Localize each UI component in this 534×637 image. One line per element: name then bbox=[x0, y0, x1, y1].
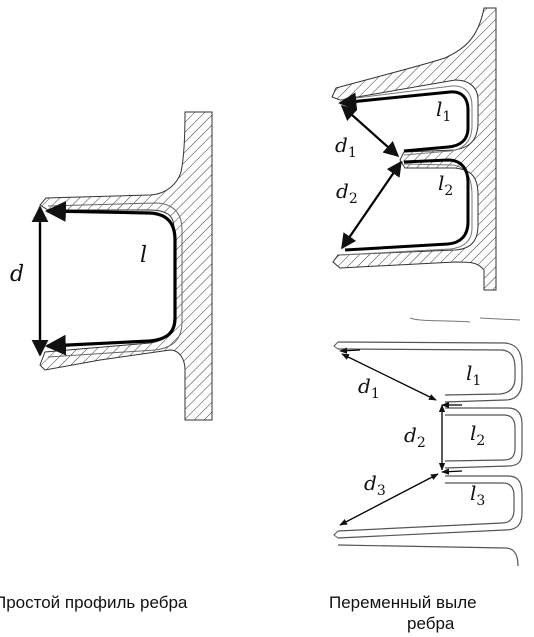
simple-fin-length-line bbox=[47, 209, 177, 348]
variable-fin-top-l2-line bbox=[344, 158, 470, 252]
variable-fin-top-inner-edge bbox=[339, 85, 473, 256]
right-figure-caption-line2: ребра bbox=[407, 614, 455, 633]
simple-fin-profile: d l bbox=[10, 111, 213, 421]
variable-fin-bottom-l3-label: l3 bbox=[470, 481, 485, 509]
variable-fin-bottom-fin2-outer bbox=[444, 407, 523, 469]
variable-fin-bottom-arrow-a bbox=[339, 347, 361, 354]
simple-fin-inner-edge bbox=[47, 202, 183, 358]
left-figure-caption: Простой профиль ребра bbox=[0, 593, 188, 612]
variable-fin-top-arrow-a bbox=[338, 92, 373, 111]
variable-fin-bottom-base-edge bbox=[337, 544, 519, 567]
variable-fin-bottom-fin1-outer bbox=[337, 341, 523, 403]
variable-fin-top-dimension-d2 bbox=[341, 160, 402, 250]
variable-fin-bottom-left-edge bbox=[333, 341, 339, 539]
variable-fin-bottom-arrow-c bbox=[441, 468, 463, 475]
variable-fin-bottom-d3-label: d3 bbox=[364, 471, 386, 499]
simple-fin-l-label: l bbox=[140, 243, 147, 268]
variable-fin-bottom-d2-label: d2 bbox=[404, 423, 426, 451]
variable-fin-bottom-dimension-d3 bbox=[339, 473, 439, 526]
variable-fin-bottom-fin2-inner bbox=[444, 414, 516, 462]
simple-fin-body bbox=[39, 111, 213, 421]
variable-fin-top-dimension-d1 bbox=[340, 104, 400, 158]
simple-fin-arrow-top bbox=[44, 200, 71, 222]
variable-fin-top-d1-label: d1 bbox=[335, 133, 357, 161]
variable-fin-bottom-l2-label: l2 bbox=[470, 421, 485, 449]
variable-fin-bottom-d1-label: d1 bbox=[358, 374, 380, 402]
variable-fin-top-body bbox=[331, 7, 497, 291]
simple-fin-arrow-bottom bbox=[44, 334, 71, 356]
variable-fin-profile-top: d1 d2 l1 l2 bbox=[331, 7, 497, 291]
variable-fin-top-l2-label: l2 bbox=[438, 171, 453, 199]
variable-fin-bottom-dimension-d1 bbox=[341, 353, 437, 401]
variable-fin-top-l1-label: l1 bbox=[436, 97, 451, 125]
variable-fin-top-d2-label: d2 bbox=[336, 179, 358, 207]
variable-fin-profile-bottom: d1 d2 d3 l1 l2 l3 bbox=[333, 317, 523, 567]
variable-fin-bottom-fin1-inner bbox=[337, 348, 516, 396]
variable-fin-bottom-fin3-outer bbox=[337, 475, 523, 539]
variable-fin-top-l1-line bbox=[349, 90, 470, 153]
right-figure-caption-line1: Переменный выле bbox=[329, 593, 477, 612]
variable-fin-bottom-l1-label: l1 bbox=[466, 361, 481, 389]
simple-fin-d-label: d bbox=[10, 262, 24, 287]
variable-fin-bottom-top-edge bbox=[409, 317, 521, 323]
variable-fin-bottom-fin3-inner bbox=[337, 482, 515, 532]
